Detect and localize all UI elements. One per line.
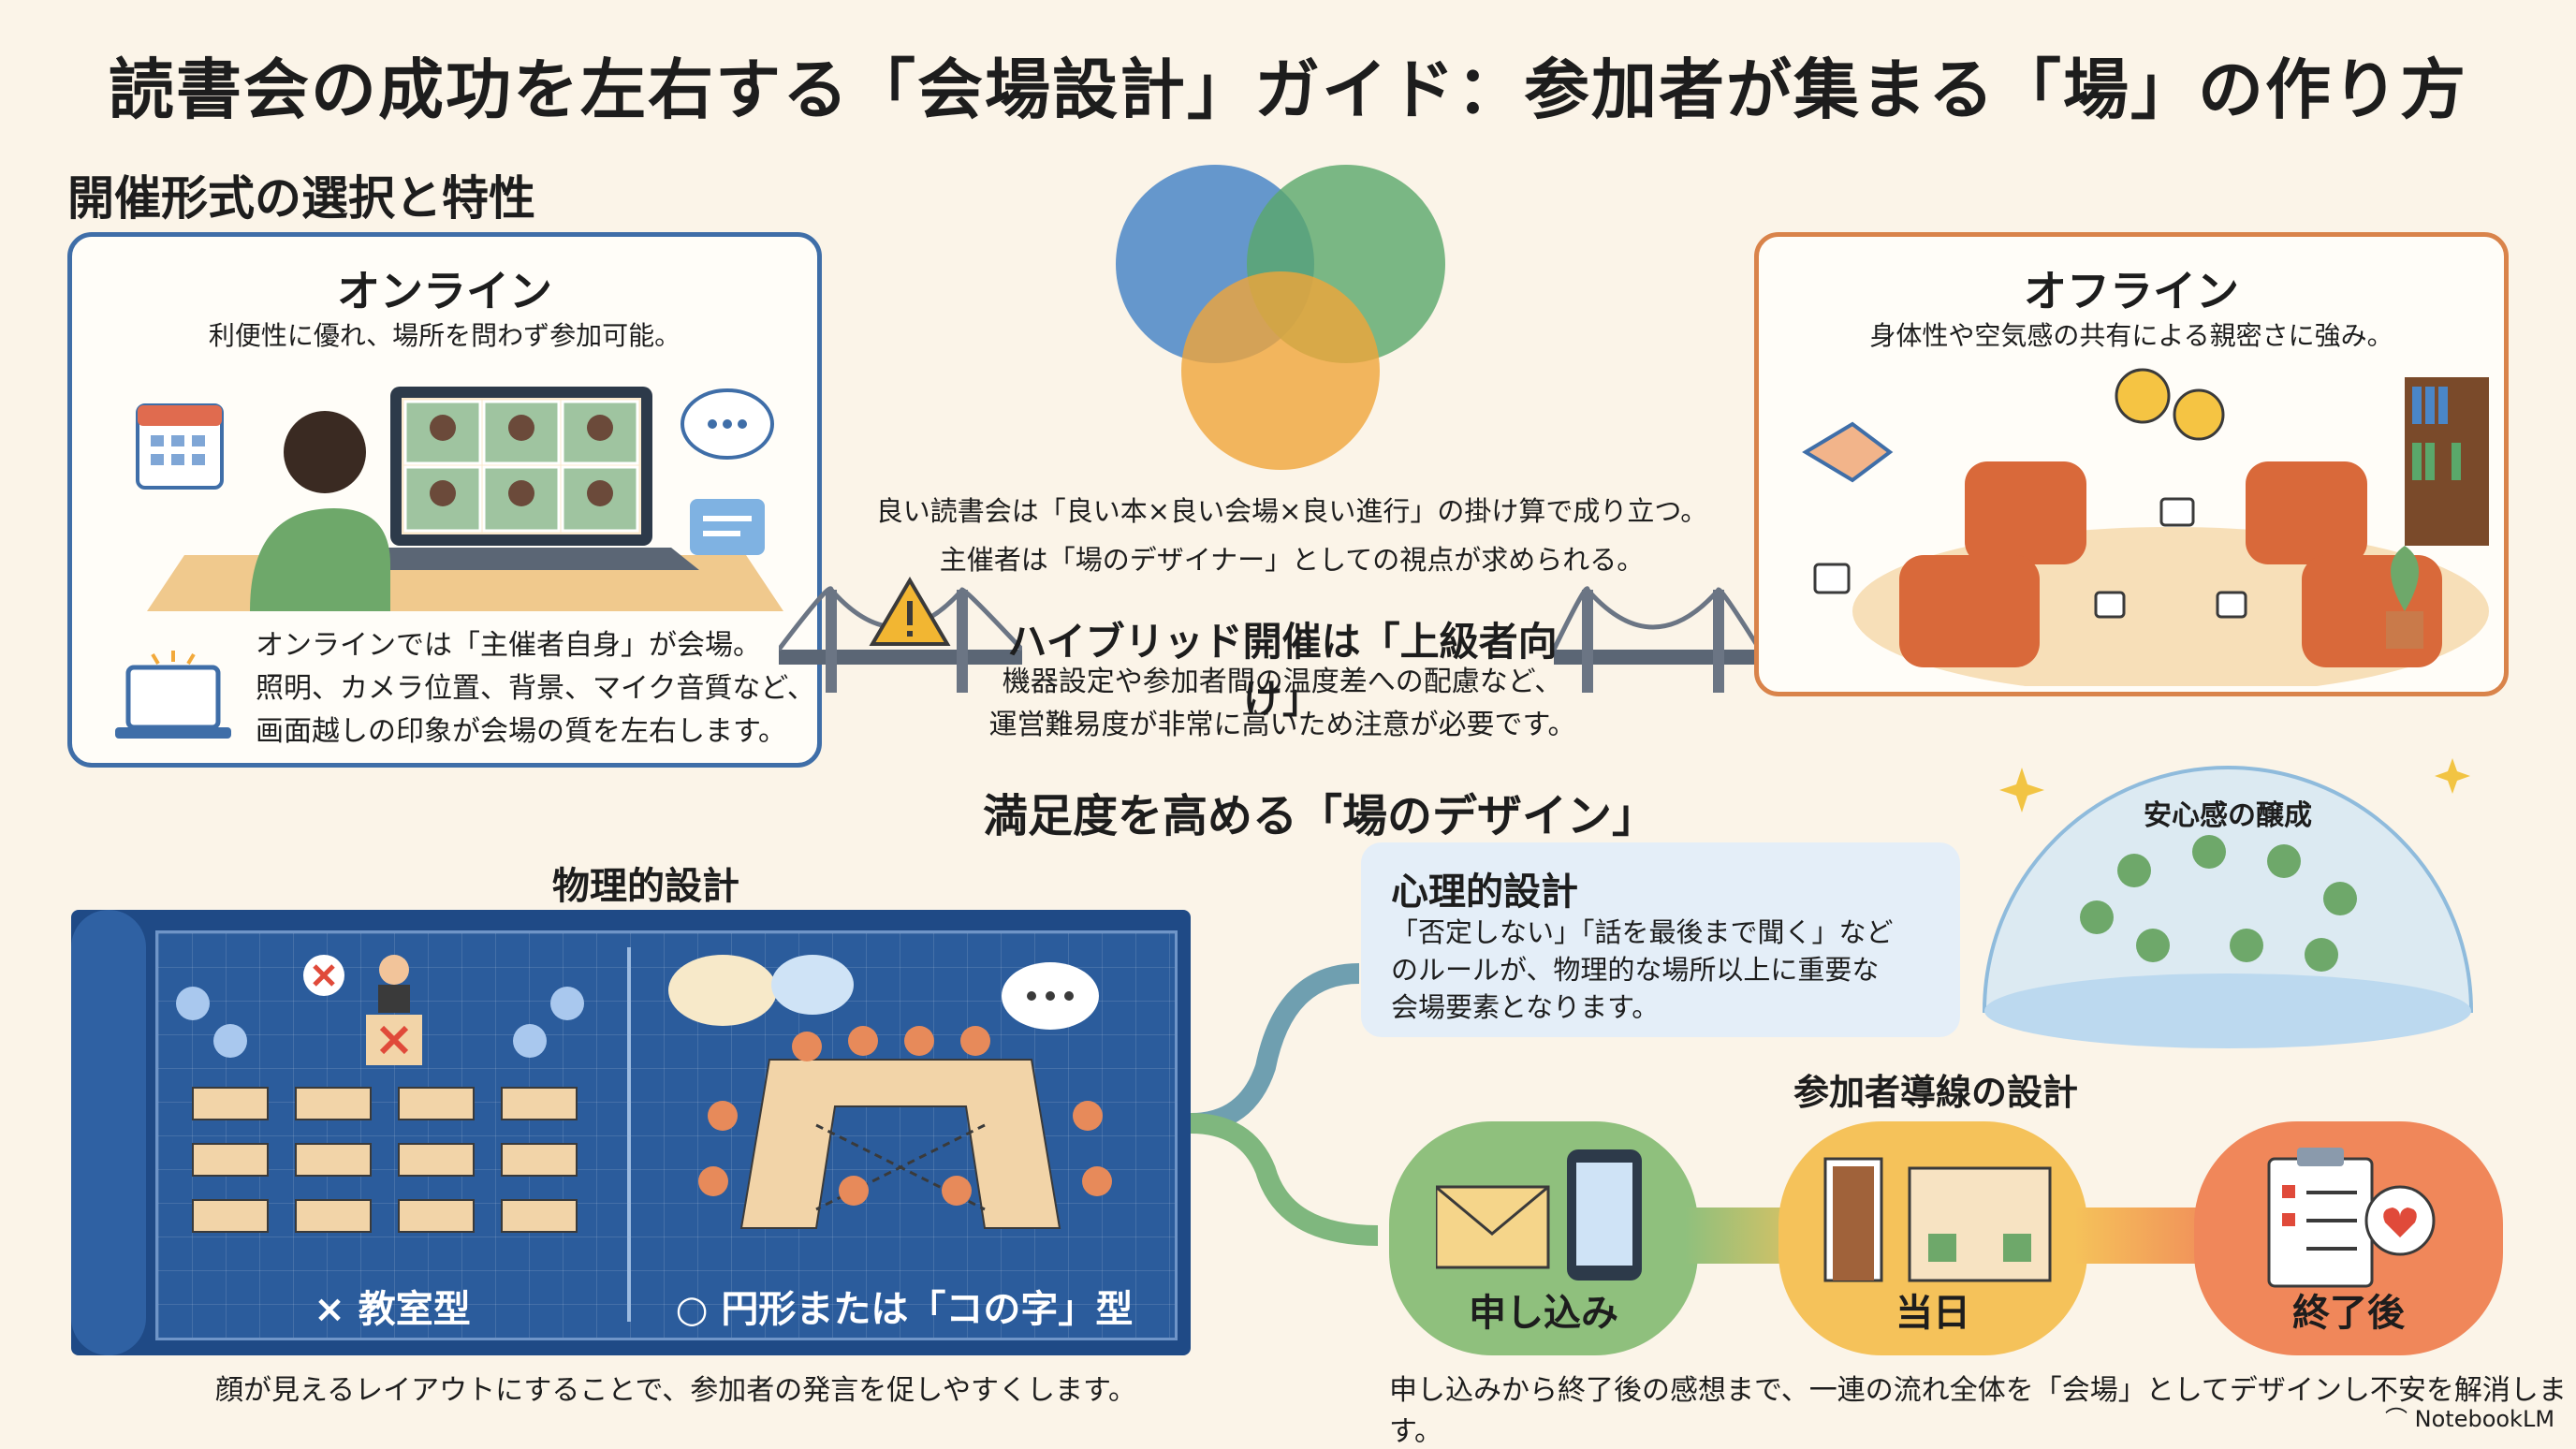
warning-icon [869, 577, 951, 646]
message-bubble-icon [690, 499, 765, 555]
physical-caption: 顔が見えるレイアウトにすることで、参加者の発言を促しやすくします。 [215, 1374, 1136, 1407]
door-room-icon [1823, 1157, 2052, 1282]
blueprint-roll [71, 910, 146, 1355]
cross-bubble-icon [303, 955, 344, 996]
hybrid-line: 運営難易度が非常に高いため注意が必要です。 [988, 709, 1576, 741]
classroom-layout-illustration [176, 955, 584, 1233]
online-note-line: 照明、カメラ位置、背景、マイク音質など、 [256, 672, 815, 705]
classroom-desks-icon [192, 1087, 578, 1233]
bridge-left-icon [779, 577, 1022, 693]
stage-apply: 申し込み [1389, 1121, 1698, 1355]
brand-name: NotebookLM [2414, 1406, 2555, 1432]
center-line: 主催者は「場のデザイナー」としての視点が求められる。 [939, 544, 1645, 576]
u-shape-table-icon [739, 1059, 1061, 1229]
calendar-icon [136, 403, 224, 490]
safe-space-dome-illustration [1982, 758, 2474, 1048]
flow-caption: 申し込みから終了後の感想まで、一連の流れ全体を「会場」としてデザインし不安を解消… [1389, 1374, 2567, 1448]
coffee-cup-icon [1813, 497, 2247, 619]
smile-icon [2115, 368, 2225, 441]
psychological-design-title: 心理的設計 [1391, 871, 1578, 914]
circle-of-people-icon [2080, 835, 2357, 972]
hybrid-line: 機器設定や参加者間の温度差への配慮など、 [1002, 666, 1563, 698]
psychological-line: 会場要素となります。 [1391, 991, 1660, 1023]
plant-icon [2386, 546, 2423, 649]
venn-circle-orange [1181, 271, 1380, 470]
page-title: 読書会の成功を左右する「会場設計」ガイド：参加者が集まる「場」の作り方 [109, 51, 2467, 128]
psychological-rules: 「否定しない」「話を最後まで聞く」など のルールが、物理的な場所以上に重要な 会… [1391, 914, 1894, 1026]
connector-lines [1191, 963, 1379, 1246]
stage-after: 終了後 [2194, 1121, 2503, 1355]
dome-label: 安心感の醸成 [2144, 799, 2312, 832]
hybrid-note: 機器設定や参加者間の温度差への配慮など、 運営難易度が非常に高いため注意が必要で… [936, 661, 1629, 747]
psychological-design-box: 心理的設計 「否定しない」「話を最後まで聞く」など のルールが、物理的な場所以上… [1361, 842, 1960, 1037]
psychological-line: 「否定しない」「話を最後まで聞く」など [1391, 916, 1894, 948]
brand-icon: ⌒ [2385, 1406, 2415, 1432]
participant-icon [698, 1026, 1112, 1206]
online-heading: オンライン [337, 266, 552, 316]
brand-logo: ⌒ NotebookLM [2385, 1400, 2554, 1433]
u-shape-layout-illustration [668, 955, 1112, 1229]
venn-diagram [1116, 165, 1445, 470]
classroom-label: × 教室型 [314, 1288, 471, 1331]
podium-icon [366, 1015, 422, 1065]
offline-subtitle: 身体性や空気感の共有による親密さに強み。 [1869, 320, 2393, 351]
center-summary: 良い読書会は「良い本×良い会場×良い進行」の掛け算で成り立つ。 主催者は「場のデ… [824, 487, 1760, 584]
laptop-icon [344, 387, 699, 570]
flow-design-title: 参加者導線の設計 [1793, 1072, 2079, 1113]
physical-design-title: 物理的設計 [552, 865, 739, 908]
center-line: 良い読書会は「良い本×良い会場×良い進行」の掛け算で成り立つ。 [875, 495, 1708, 527]
bridge-right-icon [1554, 586, 1760, 693]
psychological-line: のルールが、物理的な場所以上に重要な [1391, 954, 1880, 986]
format-section-title: 開催形式の選択と特性 [67, 171, 535, 226]
stage-label: 申し込み [1469, 1292, 1618, 1335]
online-note: オンラインでは「主催者自身」が会場。 照明、カメラ位置、背景、マイク音質など、 … [256, 624, 815, 754]
lecturer-icon [378, 955, 410, 1013]
online-panel: オンライン 利便性に優れ、場所を問わず参加可能。 [67, 232, 822, 768]
sparkle-icon [1999, 758, 2470, 812]
bookshelf-icon [2405, 377, 2489, 546]
hybrid-heading: ハイブリッド開催は「上級者向け」 [1007, 619, 1558, 722]
small-laptop-icon [115, 651, 231, 739]
handshake-icon [1802, 421, 1894, 483]
checklist-heart-icon [2267, 1148, 2436, 1288]
stage-day: 当日 [1778, 1121, 2087, 1355]
offline-heading: オフライン [2024, 266, 2239, 316]
online-note-line: オンラインでは「主催者自身」が会場。 [256, 629, 761, 662]
stage-label: 当日 [1895, 1292, 1970, 1335]
student-icon [176, 987, 584, 1058]
online-meeting-illustration [136, 387, 783, 611]
design-section-title: 満足度を高める「場のデザイン」 [983, 790, 1658, 842]
physical-blueprint: × 教室型 ○ 円形または「コの字」型 [71, 910, 1191, 1355]
blueprint-divider [627, 947, 631, 1322]
envelope-phone-icon [1436, 1149, 1642, 1281]
host-person-icon [250, 411, 390, 611]
u-shape-label: ○ 円形または「コの字」型 [675, 1288, 1134, 1331]
speech-bubble-icon [668, 955, 1099, 1030]
online-note-line: 画面越しの印象が会場の質を左右します。 [256, 715, 786, 748]
chat-bubble-icon [681, 388, 774, 460]
online-subtitle: 利便性に優れ、場所を問わず参加可能。 [208, 320, 681, 351]
offline-panel: オフライン 身体性や空気感の共有による親密さに強み。 [1754, 232, 2509, 696]
stage-label: 終了後 [2292, 1292, 2405, 1335]
offline-lounge-illustration [1802, 368, 2489, 686]
